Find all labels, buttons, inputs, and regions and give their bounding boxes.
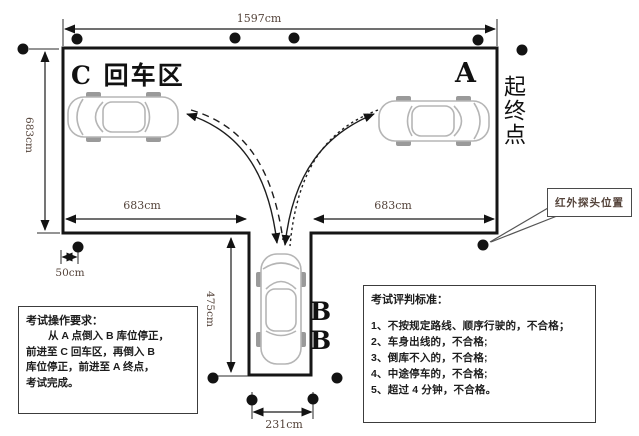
dim-lane-width-label: 231cm bbox=[265, 418, 303, 431]
driving-path-curves bbox=[186, 109, 379, 247]
exam-criteria-item: 4、中途停车的，不合格; bbox=[371, 368, 488, 380]
exam-requirements-line: 从 A 点倒入 B 库位停正， bbox=[48, 330, 169, 342]
exam-criteria-item: 5、超过 4 分钟，不合格。 bbox=[371, 384, 497, 396]
exam-criteria-title: 考试评判标准： bbox=[371, 294, 448, 306]
area-a-label: A bbox=[455, 58, 478, 89]
car-c-top-view bbox=[67, 91, 179, 143]
path-right-solid bbox=[281, 113, 375, 246]
exam-requirements-box: 考试操作要求： 从 A 点倒入 B 库位停正， 前进至 C 回车区，再倒入 B … bbox=[18, 306, 198, 414]
exam-criteria-item: 3、倒库不入的，不合格; bbox=[371, 352, 488, 364]
exam-criteria-item: 1、不按规定路线、顺序行驶的，不合格； bbox=[371, 320, 570, 332]
dim-left-label: 683cm bbox=[23, 117, 35, 153]
course-outline bbox=[61, 46, 499, 377]
exam-requirements-line: 库位停正，前进至 A 终点， bbox=[26, 361, 155, 373]
dim-corner-offset-label: 50cm bbox=[55, 267, 85, 279]
infrared-sensor-callout: 红外探头位置 bbox=[547, 188, 632, 217]
car-b-top-view bbox=[255, 253, 307, 365]
infrared-sensor-label: 红外探头位置 bbox=[555, 197, 624, 209]
path-left-dashed bbox=[190, 109, 284, 241]
callout-tail bbox=[489, 207, 558, 243]
sensor-dots bbox=[17, 32, 528, 406]
dim-bottom-right-label: 683cm bbox=[374, 199, 412, 212]
exam-requirements-line: 考试完成。 bbox=[26, 376, 79, 389]
dim-bottom-left-label: 683cm bbox=[123, 199, 161, 212]
area-b-label-upper: B bbox=[310, 297, 334, 326]
dim-lane-depth-label: 475cm bbox=[204, 291, 216, 327]
dim-top-label: 1597cm bbox=[236, 12, 282, 25]
exam-criteria-item: 2、车身出线的，不合格; bbox=[371, 336, 488, 348]
path-left-solid bbox=[186, 112, 281, 244]
path-right-dotted bbox=[289, 109, 379, 247]
area-c-label: C 回车区 bbox=[71, 61, 185, 90]
exam-requirements-title: 考试操作要求： bbox=[26, 315, 103, 327]
car-a-top-view bbox=[378, 95, 490, 147]
exam-criteria-box: 考试评判标准： 1、不按规定路线、顺序行驶的，不合格； 2、车身出线的，不合格;… bbox=[363, 285, 596, 423]
exam-requirements-line: 前进至 C 回车区，再倒入 B bbox=[26, 345, 155, 358]
start-end-point-label: 起终点 bbox=[500, 75, 525, 147]
area-b-label-lower: B bbox=[310, 326, 334, 355]
